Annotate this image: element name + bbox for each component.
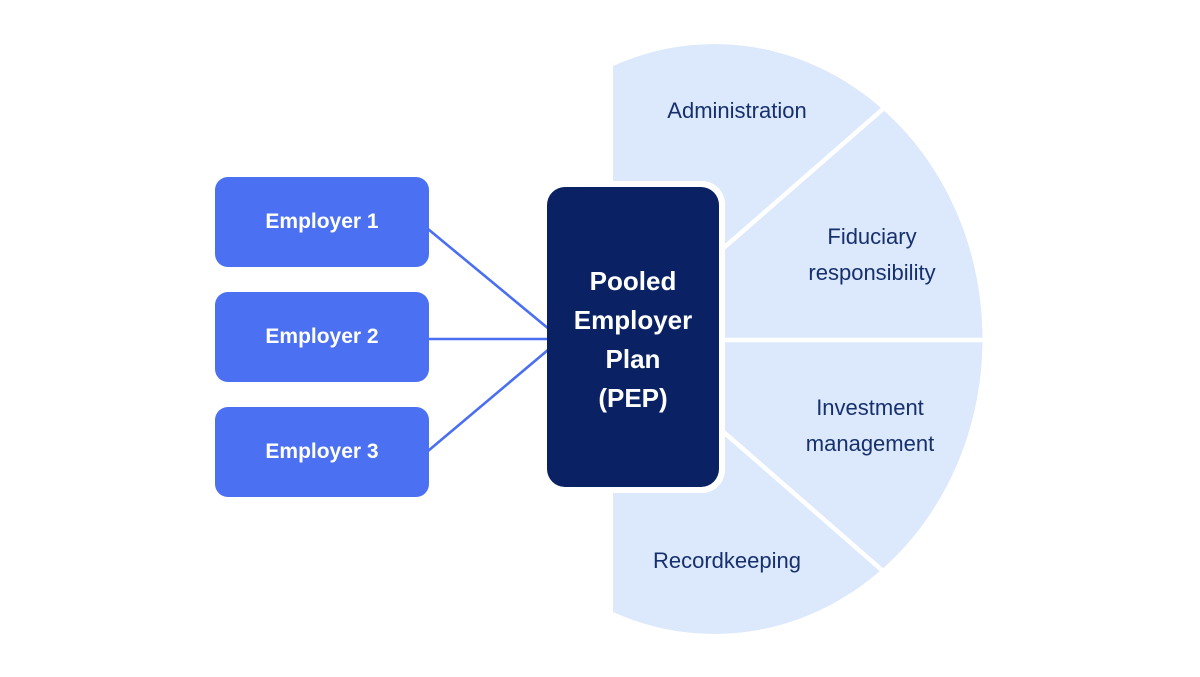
- employer-box-1: Employer 1: [215, 177, 429, 267]
- pep-box-line-1: Pooled: [589, 266, 677, 296]
- fiduciary-label-line-2: responsibility: [808, 260, 936, 285]
- fiduciary-label-line-1: Fiduciary: [827, 224, 917, 249]
- service-label-fiduciary-responsibility: Fiduciary responsibility: [752, 219, 992, 291]
- pep-box-line-3: Plan: [605, 344, 661, 374]
- pep-box-line-4: (PEP): [598, 383, 668, 413]
- service-label-recordkeeping: Recordkeeping: [607, 543, 847, 579]
- investment-label-line-2: management: [805, 431, 935, 456]
- connector-employer-3: [426, 337, 563, 453]
- employer-2-label: Employer 2: [265, 325, 379, 348]
- employer-box-3: Employer 3: [215, 407, 429, 497]
- investment-label-line-1: Investment: [816, 395, 924, 420]
- employer-1-label: Employer 1: [265, 210, 379, 233]
- recordkeeping-label-text: Recordkeeping: [653, 548, 801, 573]
- employer-3-label: Employer 3: [265, 440, 379, 463]
- administration-label-text: Administration: [667, 98, 807, 123]
- pep-box-line-2: Employer: [573, 305, 693, 335]
- pep-box: Pooled Employer Plan (PEP): [547, 187, 719, 487]
- employer-box-2: Employer 2: [215, 292, 429, 382]
- service-label-investment-management: Investment management: [750, 390, 990, 462]
- service-label-administration: Administration: [617, 93, 857, 129]
- connector-employer-1: [426, 227, 563, 341]
